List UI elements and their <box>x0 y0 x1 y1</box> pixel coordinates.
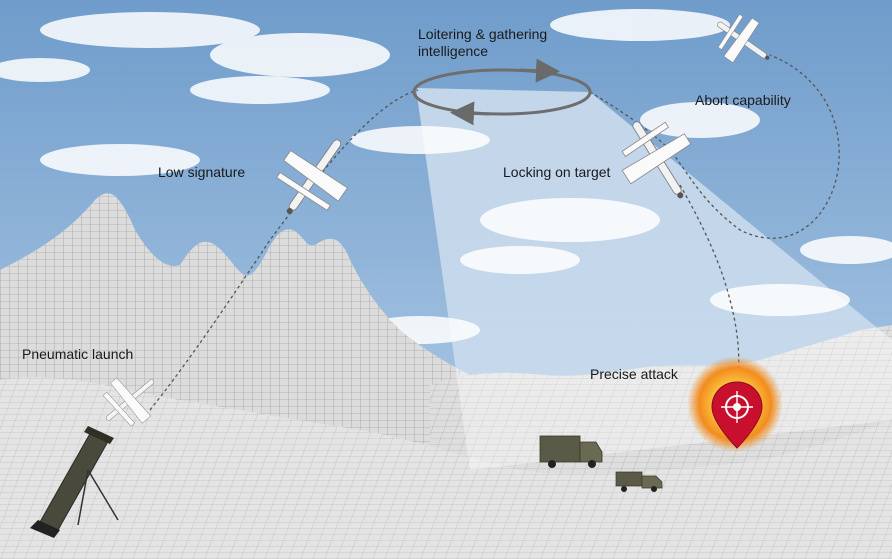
truck-icon <box>615 471 663 492</box>
drone-icon <box>276 139 349 215</box>
label-low-signature: Low signature <box>158 164 246 180</box>
abort-path <box>589 54 840 239</box>
flight-path <box>149 89 419 411</box>
label-loitering-line1: Loitering & gathering <box>418 26 548 42</box>
truck-icon <box>539 435 603 468</box>
label-abort-capability: Abort capability <box>695 92 791 108</box>
target-pin-icon <box>711 381 763 449</box>
drone-icon <box>102 377 155 427</box>
label-loitering-line2: intelligence <box>418 43 489 59</box>
label-loitering: Loitering & gathering intelligence <box>418 26 547 60</box>
label-pneumatic-launch: Pneumatic launch <box>22 346 134 362</box>
drone-icon <box>621 121 692 199</box>
attack-path <box>679 184 740 376</box>
sensor-beam <box>416 88 892 470</box>
label-precise-attack: Precise attack <box>590 366 678 382</box>
label-locking-on-target: Locking on target <box>503 164 611 180</box>
launcher-icon <box>30 426 119 538</box>
loiter-orbit <box>412 58 592 126</box>
drone-icon <box>717 13 770 64</box>
